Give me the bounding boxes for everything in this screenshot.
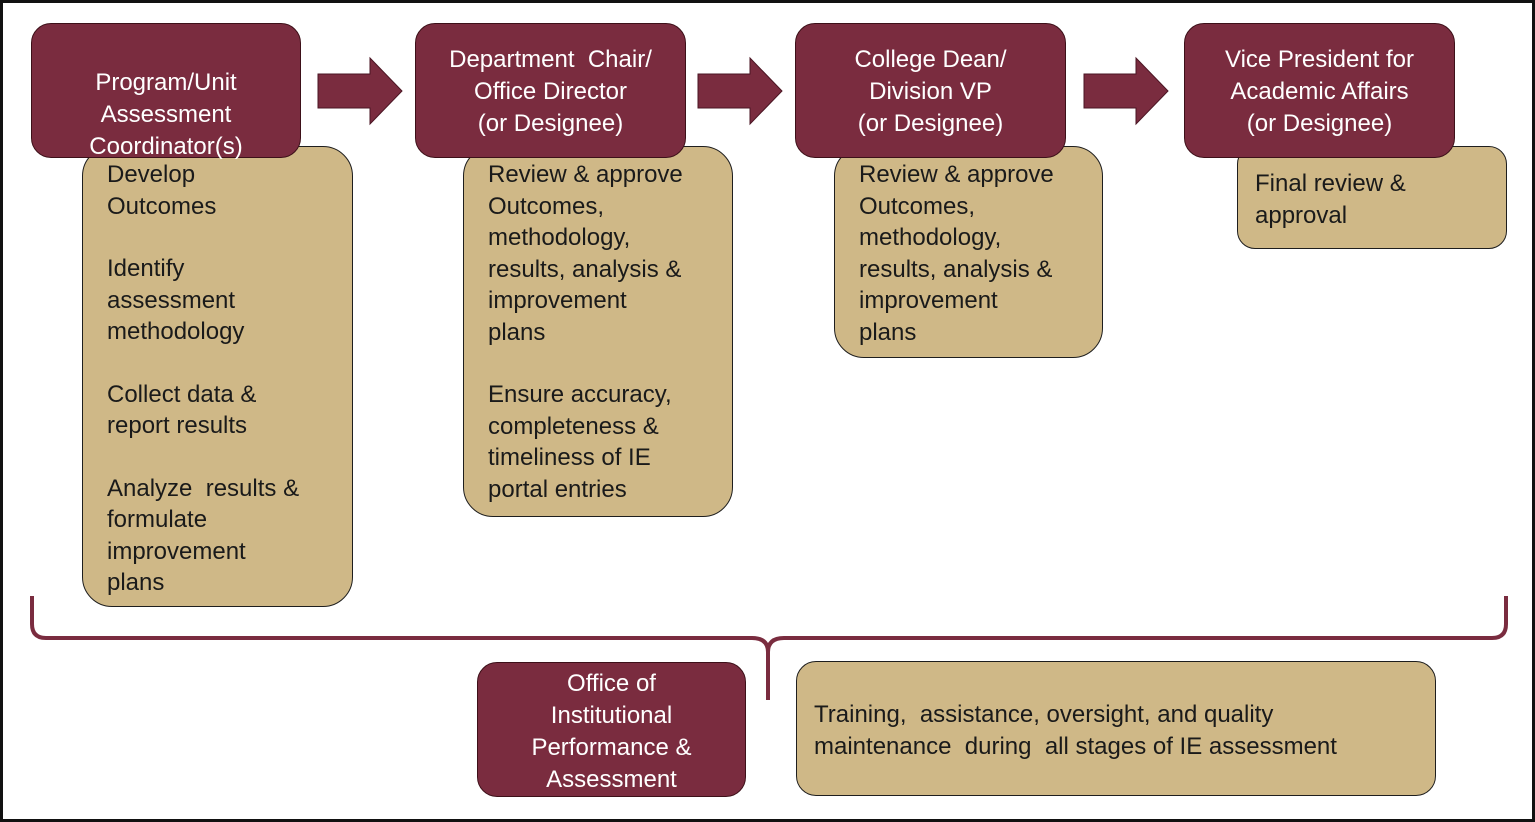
task-text: formulate [107, 506, 208, 533]
role-title: (or Designee) [477, 110, 624, 137]
task-text: Review & approve [859, 161, 1054, 188]
task-text: Review & approve [488, 161, 683, 188]
task-item: Analyze results & formulate improvement … [107, 473, 334, 599]
task-text: plans [859, 318, 917, 346]
task-text: Analyze results & [107, 474, 300, 502]
task-text: plans [107, 569, 165, 596]
task-item: Review & approve Outcomes, methodology, … [859, 159, 1084, 348]
task-item: Develop Outcomes [107, 159, 334, 222]
flow-arrow-1 [317, 56, 403, 126]
role-title: Department Chair/ [449, 46, 652, 73]
scope-brace [30, 596, 1508, 700]
task-box-college-dean: Review & approve Outcomes, methodology, … [834, 146, 1103, 358]
office-task-text: maintenance during all stages of IE asse… [814, 732, 1337, 760]
role-box-vice-president: Vice President for Academic Affairs (or … [1184, 23, 1455, 158]
task-item: Review & approve Outcomes, methodology, … [488, 159, 714, 348]
task-text: improvement [107, 537, 246, 565]
task-text: improvement [859, 287, 998, 314]
task-text: assessment [107, 286, 236, 314]
role-title: Office Director [474, 78, 627, 105]
office-task-text: Training, assistance, oversight, and qua… [814, 701, 1274, 728]
task-text: completeness & [488, 412, 659, 440]
office-title: Assessment [546, 766, 677, 793]
task-text: Ensure accuracy, [488, 381, 672, 408]
task-text: Final review & [1255, 170, 1406, 197]
role-title: Assessment [100, 101, 232, 128]
task-text: methodology, [859, 224, 1002, 251]
task-text: report results [107, 412, 248, 439]
task-text: Identify [107, 255, 185, 282]
task-text: Collect data & [107, 380, 257, 408]
task-text: Outcomes [107, 192, 217, 220]
role-box-college-dean: College Dean/ Division VP (or Designee) [795, 23, 1066, 158]
role-title: Academic Affairs [1230, 78, 1409, 105]
task-item: Ensure accuracy, completeness & timeline… [488, 379, 714, 505]
office-title: Performance & [531, 734, 692, 761]
role-title: Division VP [869, 78, 992, 105]
flow-arrow-3 [1083, 56, 1169, 126]
task-text: plans [488, 318, 546, 346]
office-title: Institutional [550, 702, 673, 729]
task-box-coordinator: Develop Outcomes Identify assessment met… [82, 146, 353, 607]
task-text: improvement [488, 287, 627, 314]
task-box-department-chair: Review & approve Outcomes, methodology, … [463, 146, 733, 517]
task-item: Collect data & report results [107, 379, 334, 442]
task-text: results, analysis & [859, 255, 1053, 283]
role-title: Coordinator(s) [89, 133, 243, 160]
role-title: (or Designee) [857, 110, 1004, 137]
task-text: portal entries [488, 475, 627, 503]
task-box-vice-president: Final review & approval [1237, 146, 1507, 249]
task-text: methodology, [488, 224, 631, 251]
office-title: Office of [567, 670, 656, 697]
task-text: results, analysis & [488, 255, 682, 283]
role-title: Vice President for [1225, 46, 1414, 73]
task-text: Outcomes, [488, 192, 605, 220]
task-text: approval [1255, 201, 1348, 229]
task-item: Final review & approval [1255, 168, 1488, 231]
role-title: (or Designee) [1246, 110, 1393, 137]
flow-arrow-2 [697, 56, 783, 126]
task-text: timeliness of IE [488, 444, 651, 471]
task-text: Develop [107, 161, 196, 188]
task-text: methodology [107, 318, 245, 345]
role-box-program-coordinator: Program/Unit Assessment Coordinator(s) [31, 23, 301, 160]
role-box-department-chair: Department Chair/ Office Director (or De… [415, 23, 686, 158]
office-task-box: Training, assistance, oversight, and qua… [796, 661, 1436, 796]
office-box: Office of Institutional Performance & As… [477, 662, 746, 797]
task-text: Outcomes, [859, 192, 976, 220]
role-title: Program/Unit [95, 69, 237, 96]
role-title: College Dean/ [854, 46, 1007, 73]
task-item: Identify assessment methodology [107, 253, 334, 348]
